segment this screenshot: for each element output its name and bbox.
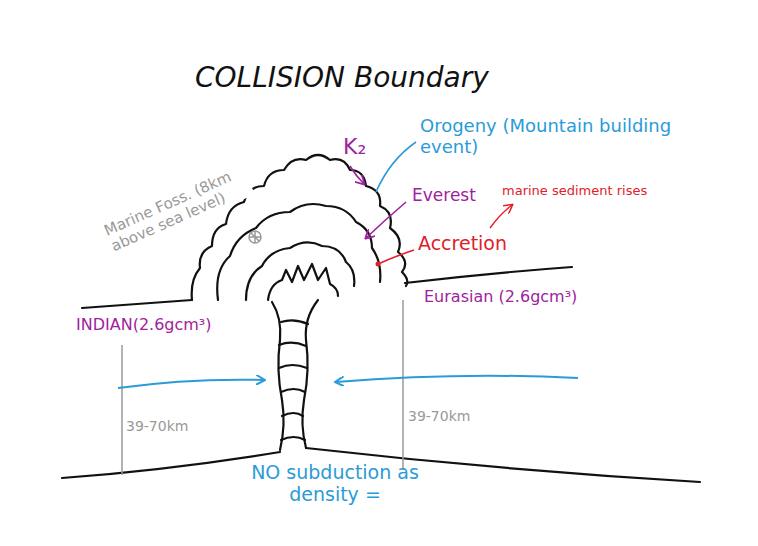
density-note: NO subduction as density =: [220, 462, 450, 506]
diagram-title: COLLISION Boundary: [195, 62, 489, 94]
depth-label: 39-70km: [126, 418, 188, 434]
process-label: Accretion: [418, 233, 507, 255]
plate-label: INDIAN(2.6gcm³): [76, 316, 212, 334]
peak-label: Everest: [412, 186, 476, 206]
peak-label: K₂: [343, 134, 366, 159]
orogeny-note: Orogeny (Mountain building event): [420, 116, 700, 157]
sediment-note: marine sediment rises: [502, 184, 647, 199]
plate-label: Eurasian (2.6gcm³): [424, 288, 577, 306]
depth-label: 39-70km: [408, 408, 470, 424]
